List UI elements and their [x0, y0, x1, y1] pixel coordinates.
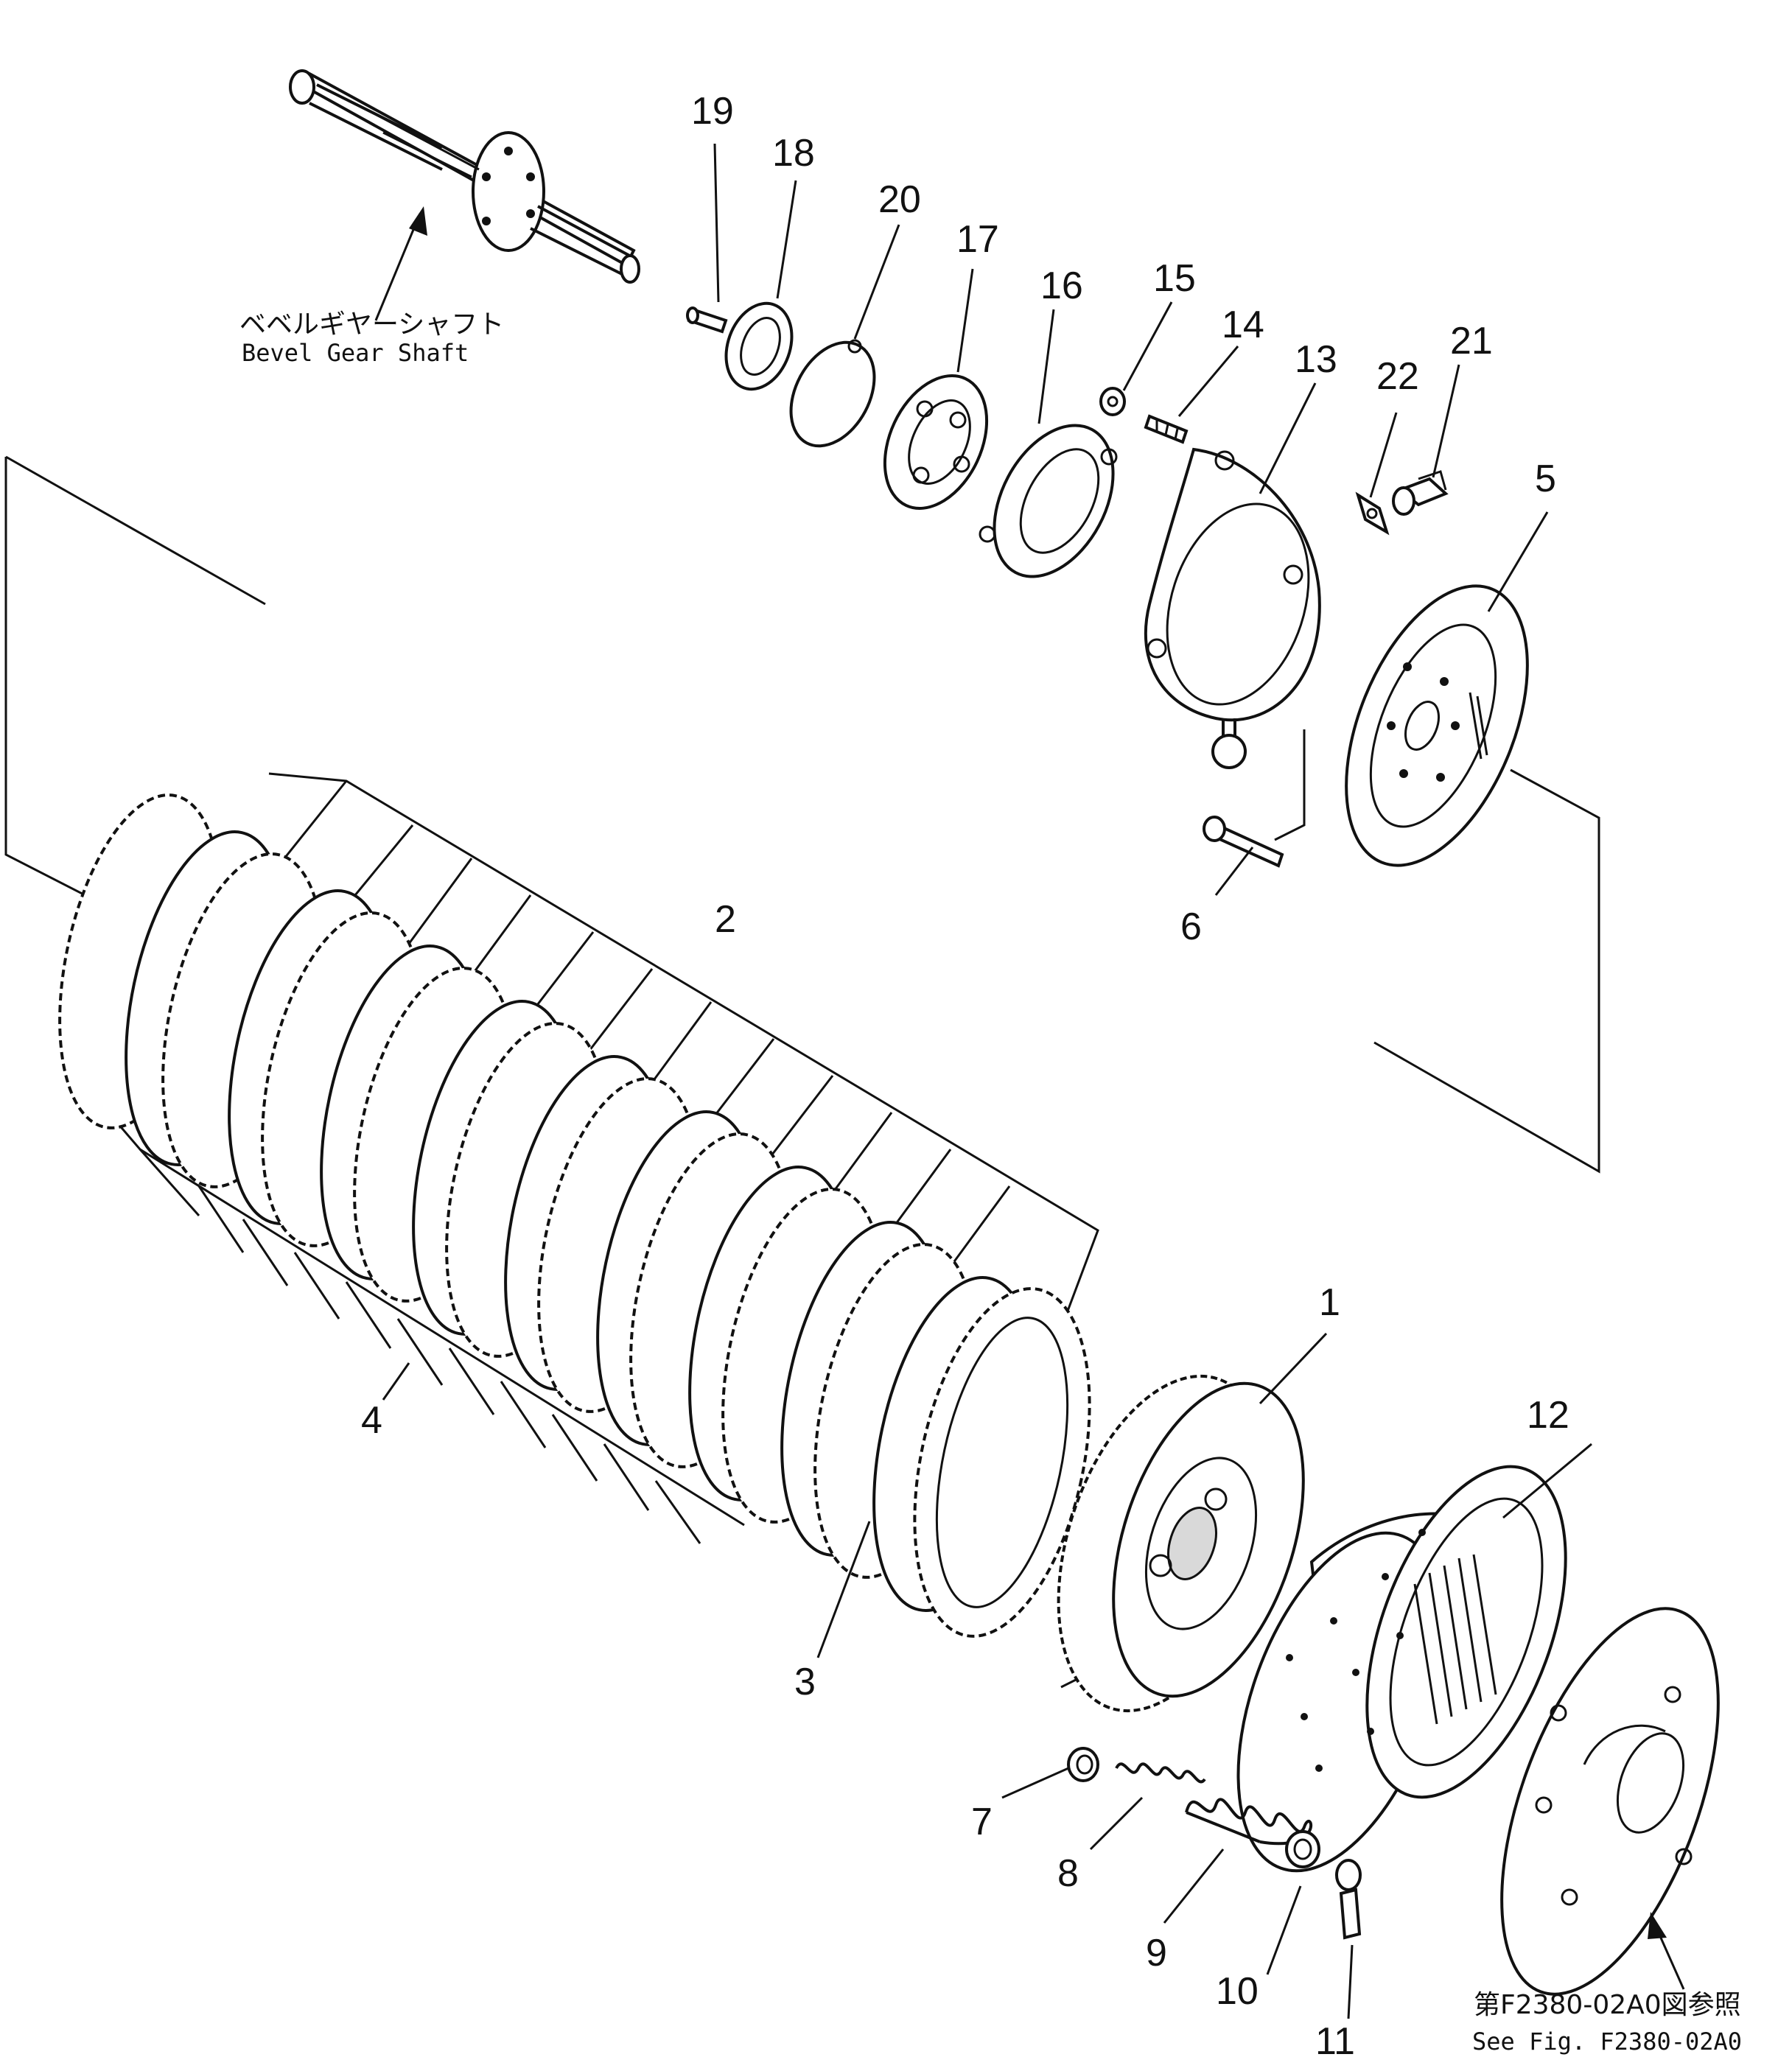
assembly-brackets	[4, 455, 1600, 1689]
part-18-seal	[724, 301, 794, 391]
part-13-lever	[1144, 447, 1321, 769]
part-5-plate	[1345, 584, 1529, 867]
part-6-bolt	[1203, 816, 1284, 868]
cover-plate	[1500, 1607, 1720, 1996]
label-12: 12	[1527, 1394, 1569, 1437]
label-3: 3	[794, 1661, 816, 1703]
part-10-cap	[1285, 1830, 1320, 1868]
part-22-washer	[1355, 491, 1390, 536]
part-1-hub	[1057, 1374, 1305, 1713]
label-4: 4	[361, 1399, 382, 1442]
label-2: 2	[715, 898, 736, 941]
part-17-bearing	[883, 374, 989, 510]
label-17: 17	[956, 218, 999, 261]
part-12-drum	[1236, 1465, 1567, 1873]
bevel-shaft-en: Bevel Gear Shaft	[242, 339, 469, 367]
label-18: 18	[772, 132, 815, 175]
label-1: 1	[1319, 1281, 1340, 1324]
label-20: 20	[878, 178, 921, 221]
label-15: 15	[1153, 257, 1196, 300]
bevel-shaft-note: ベベルギヤーシャフト Bevel Gear Shaft	[239, 309, 504, 367]
part-15-nut	[1099, 387, 1126, 416]
label-10: 10	[1216, 1970, 1259, 2013]
part-21-plug	[1392, 470, 1449, 516]
label-7: 7	[971, 1801, 993, 1843]
reference-jp: 第F2380-02A0図参照	[1474, 1990, 1741, 2020]
label-22: 22	[1376, 355, 1419, 398]
label-14: 14	[1222, 304, 1264, 346]
part-19-pin	[686, 306, 728, 334]
label-13: 13	[1295, 338, 1337, 381]
label-11: 11	[1315, 2020, 1355, 2057]
part-7-cap	[1067, 1747, 1099, 1782]
part-labels: 19 18 20 17 16 15 14 13 22 21 5 6 2 4 3 …	[361, 90, 1569, 2057]
label-19: 19	[691, 90, 734, 133]
reference-note: 第F2380-02A0図参照 See Fig. F2380-02A0	[1472, 1990, 1742, 2056]
bevel-gear-shaft	[289, 69, 640, 284]
label-16: 16	[1040, 264, 1083, 307]
label-5: 5	[1535, 458, 1556, 500]
label-9: 9	[1146, 1932, 1167, 1974]
label-21: 21	[1450, 320, 1493, 362]
part-16-collar	[979, 424, 1118, 578]
part-8-spring	[1115, 1762, 1206, 1784]
label-6: 6	[1180, 905, 1202, 948]
bevel-shaft-jp: ベベルギヤーシャフト	[239, 309, 504, 340]
part-20-snap-ring	[789, 339, 876, 448]
part-14-bolt	[1144, 414, 1189, 444]
part-9-spring	[1185, 1798, 1313, 1846]
part-11-pin	[1335, 1859, 1362, 1940]
leader-lines	[374, 143, 1685, 2019]
reference-en: See Fig. F2380-02A0	[1472, 2028, 1742, 2056]
label-8: 8	[1057, 1852, 1079, 1895]
clutch-disc-stack	[58, 793, 1091, 1638]
